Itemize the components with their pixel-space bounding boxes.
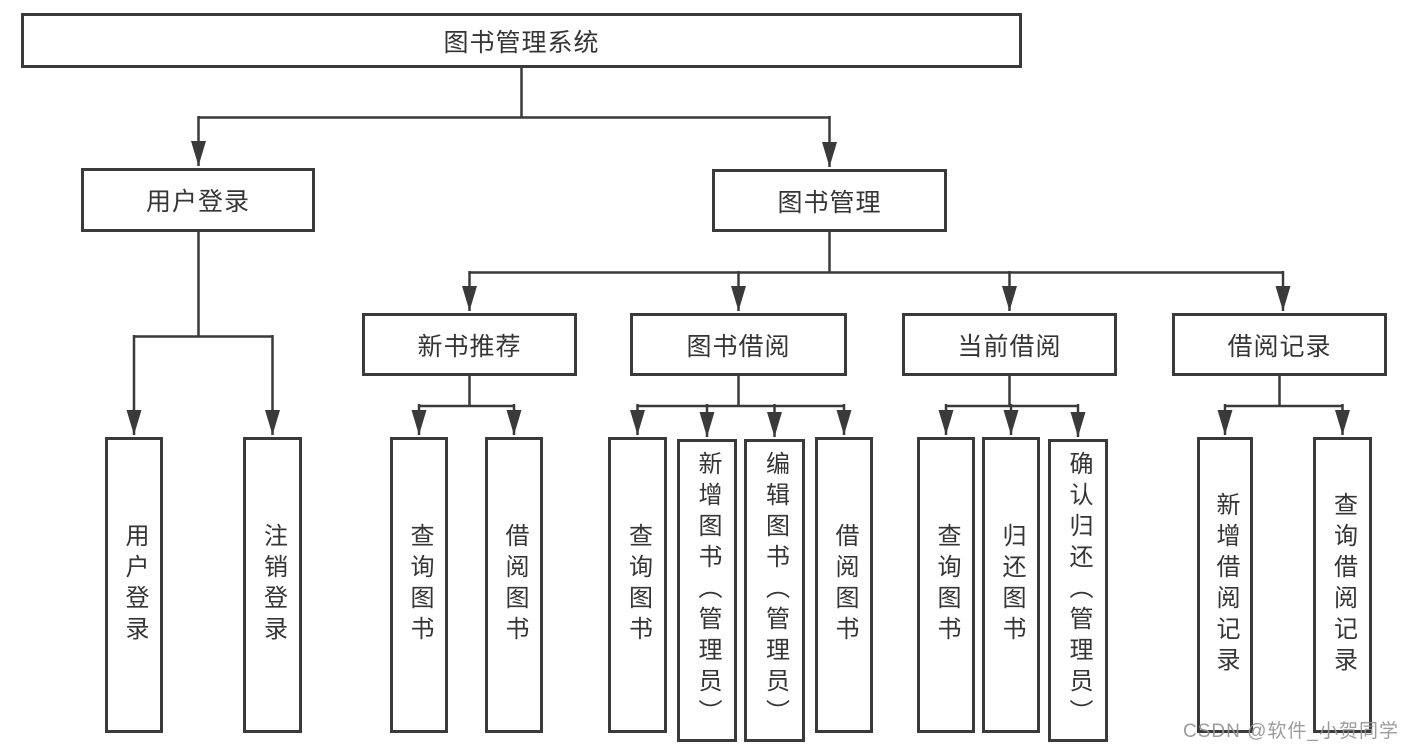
node-label: 用户登录 — [145, 188, 250, 216]
node-add-borrow-record: 新增借阅记录 — [1197, 437, 1253, 733]
node-label: 借阅图书 — [501, 523, 528, 647]
node-return-books: 归还图书 — [982, 437, 1040, 733]
node-label: 编辑图书（管理员） — [761, 451, 789, 730]
node-label: 确认归还（管理员） — [1065, 451, 1092, 730]
node-edit-books-admin: 编辑图书（管理员） — [744, 439, 805, 742]
node-new-book-recommendation: 新书推荐 — [362, 313, 577, 376]
node-query-borrow-record: 查询借阅记录 — [1313, 437, 1372, 733]
node-query-books-current: 查询图书 — [917, 437, 975, 733]
node-label: 新增借阅记录 — [1212, 492, 1239, 678]
node-logout: 注销登录 — [243, 437, 302, 733]
node-label: 图书管理系统 — [443, 28, 600, 57]
node-label: 新增图书（管理员） — [694, 451, 721, 730]
node-label: 查询图书 — [624, 523, 652, 647]
node-label: 借阅图书 — [831, 523, 858, 647]
node-user-login-leaf: 用户登录 — [105, 437, 163, 733]
node-query-books-recommend: 查询图书 — [390, 437, 448, 733]
node-book-borrowing: 图书借阅 — [630, 313, 847, 376]
node-confirm-return-admin: 确认归还（管理员） — [1048, 439, 1108, 742]
node-borrow-books-borrow: 借阅图书 — [815, 437, 873, 733]
watermark: CSDN @软件_小贺同学 — [1183, 721, 1399, 742]
node-library-management-system: 图书管理系统 — [21, 13, 1022, 68]
node-label: 查询图书 — [933, 523, 960, 647]
node-label: 归还图书 — [998, 523, 1025, 647]
node-label: 注销登录 — [259, 523, 287, 647]
node-borrowing-records: 借阅记录 — [1172, 313, 1387, 376]
node-label: 借阅记录 — [1227, 332, 1332, 361]
node-label: 图书管理 — [777, 188, 882, 217]
node-label: 新书推荐 — [417, 332, 522, 361]
node-current-borrowing: 当前借阅 — [902, 313, 1117, 376]
node-label: 当前借阅 — [957, 332, 1062, 361]
node-borrow-books-recommend: 借阅图书 — [485, 437, 543, 733]
node-query-books-borrow: 查询图书 — [608, 437, 667, 733]
node-book-management: 图书管理 — [712, 169, 947, 232]
node-label: 用户登录 — [121, 523, 148, 647]
node-label: 图书借阅 — [686, 332, 791, 361]
node-user-login: 用户登录 — [81, 168, 315, 232]
node-add-books-admin: 新增图书（管理员） — [677, 439, 737, 742]
node-label: 查询图书 — [406, 523, 433, 647]
node-label: 查询借阅记录 — [1329, 492, 1357, 678]
